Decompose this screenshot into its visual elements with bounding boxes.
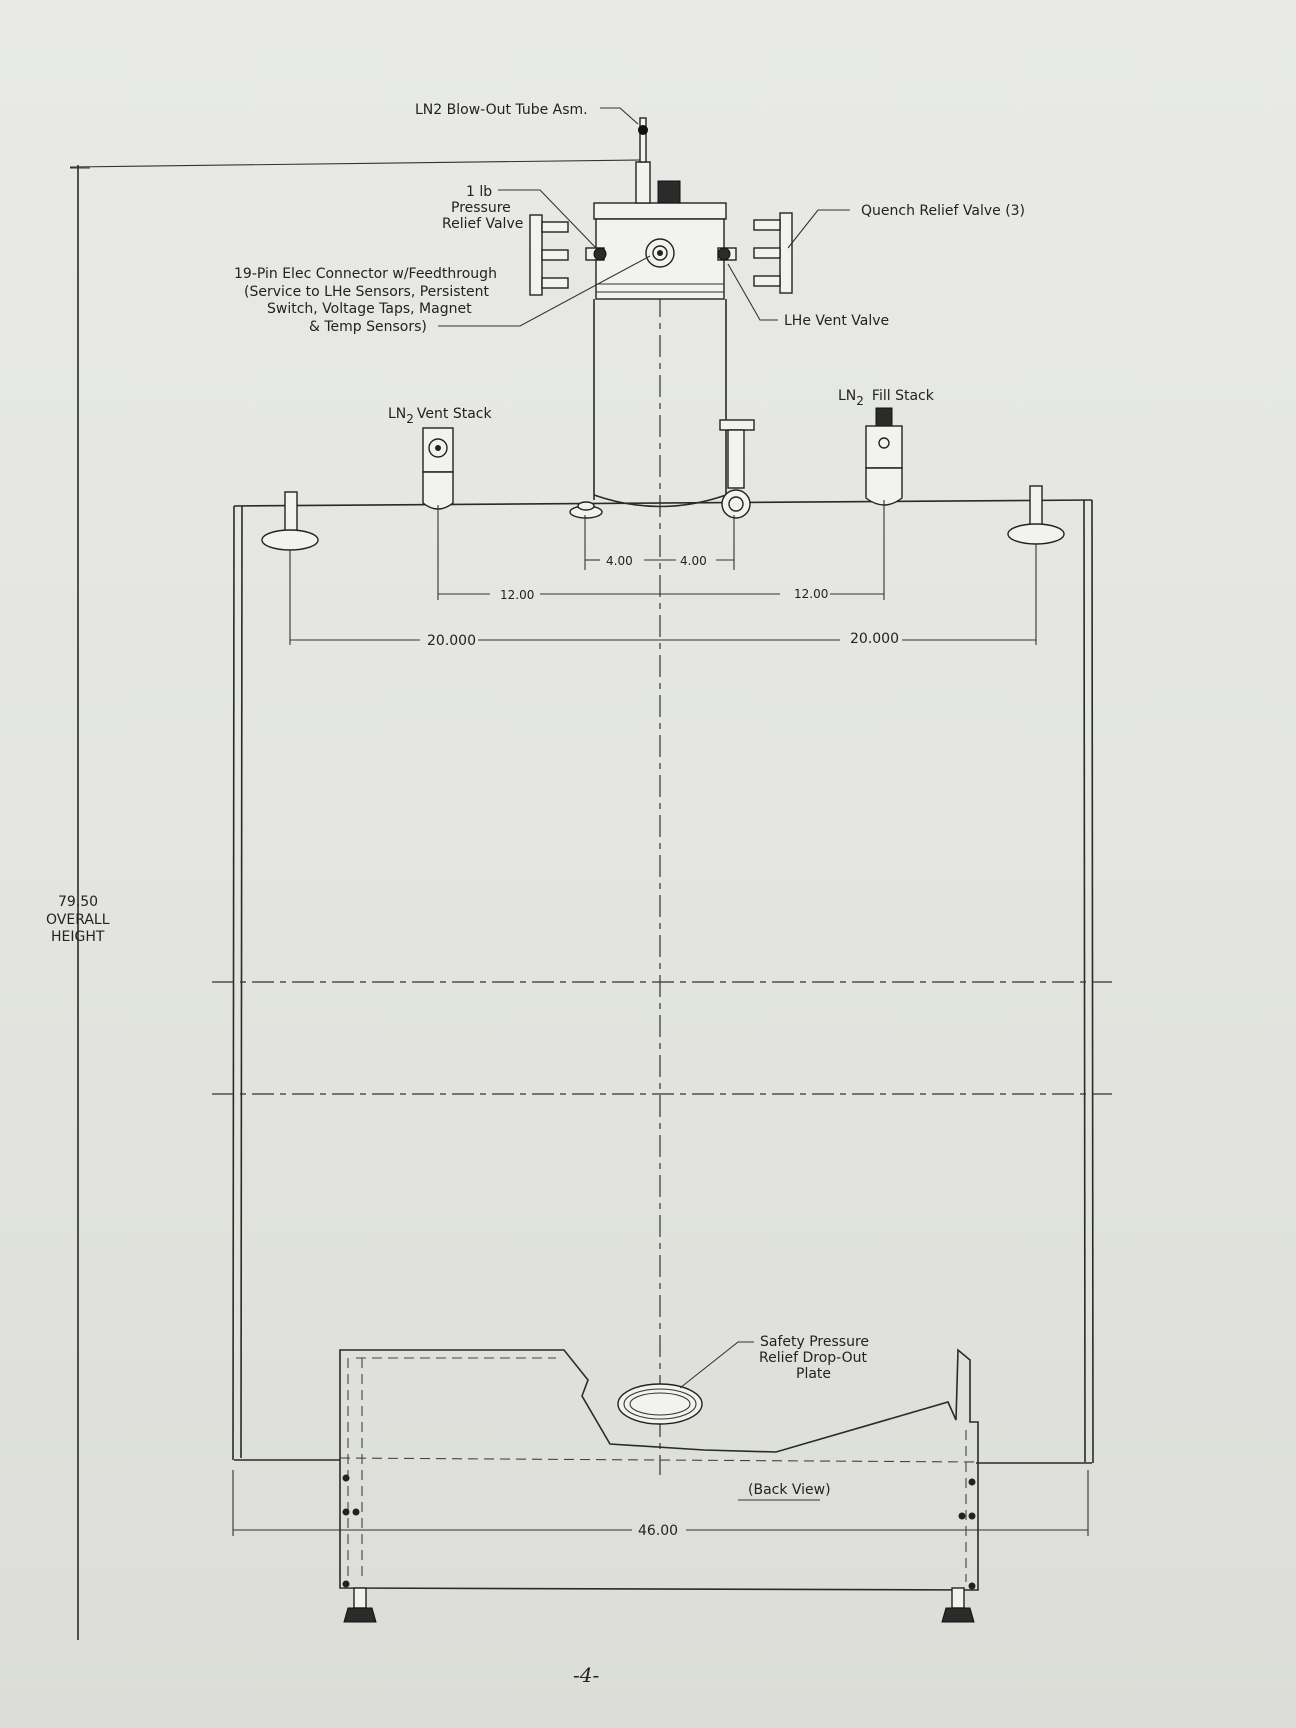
lhe-vent-valve-lower <box>719 419 755 519</box>
dim-inner-left: 4.00 <box>606 554 633 568</box>
connector-label-1: 19-Pin Elec Connector w/Feedthrough <box>234 266 497 282</box>
dim-mid-right: 12.00 <box>794 587 828 601</box>
connector-label-4: & Temp Sensors) <box>309 319 427 335</box>
stand-frame <box>339 1348 979 1623</box>
dim-height-label-2: HEIGHT <box>51 929 105 945</box>
leader-lines <box>438 107 850 1501</box>
view-label: (Back View) <box>748 1482 831 1498</box>
dim-mid-left: 12.00 <box>500 588 534 602</box>
quench-valve-right <box>717 212 793 294</box>
relief-valve-label-2: Pressure <box>451 200 511 216</box>
dim-height-label-1: OVERALL <box>46 912 110 928</box>
dimension-lines <box>232 500 1089 1536</box>
side-port-left <box>261 491 319 551</box>
dim-outer-left: 20.000 <box>427 633 476 649</box>
dim-outer-right: 20.000 <box>850 631 899 647</box>
dim-height-value: 79.50 <box>58 894 98 910</box>
ln2-vent-stack <box>422 427 454 510</box>
page-number: -4- <box>573 1663 599 1687</box>
side-port-right <box>1007 485 1065 545</box>
quench-valve-left <box>529 214 607 296</box>
drop-out-label-2: Relief Drop-Out <box>759 1350 867 1366</box>
ln2-fill-stack <box>865 407 903 506</box>
relief-valve-label-3: Relief Valve <box>442 216 523 232</box>
overall-height-dimension <box>69 159 641 1640</box>
drop-out-label-3: Plate <box>796 1366 831 1382</box>
quench-valve-label: Quench Relief Valve (3) <box>861 203 1025 219</box>
turret <box>593 117 727 508</box>
connector-label-3: Switch, Voltage Taps, Magnet <box>267 301 472 317</box>
connector-label-2: (Service to LHe Sensors, Persistent <box>244 284 489 300</box>
drop-out-label-1: Safety Pressure <box>760 1334 869 1350</box>
lhe-vent-label: LHe Vent Valve <box>784 313 889 329</box>
turret-base-fitting <box>569 501 603 519</box>
dim-inner-right: 4.00 <box>680 554 707 568</box>
blowout-tube-label: LN2 Blow-Out Tube Asm. <box>415 102 588 118</box>
relief-valve-label-1: 1 lb <box>466 184 492 200</box>
drop-out-plate <box>617 1383 703 1425</box>
dim-width: 46.00 <box>638 1523 678 1539</box>
